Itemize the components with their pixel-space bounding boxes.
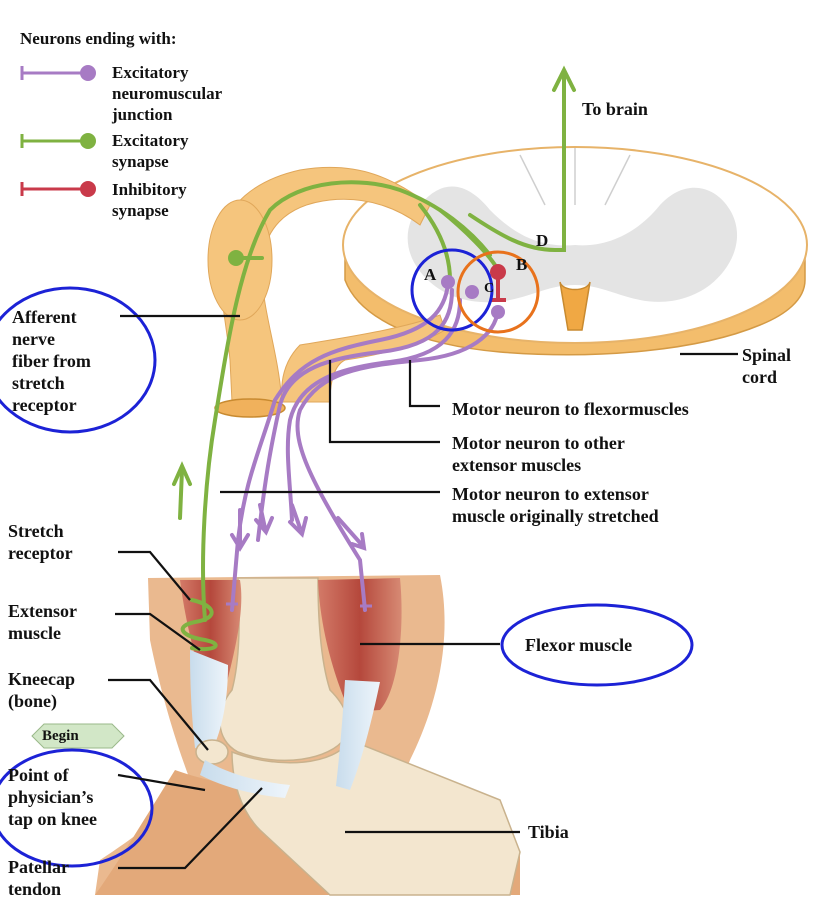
femur bbox=[219, 577, 349, 762]
legend-title: Neurons ending with: bbox=[20, 29, 177, 48]
extensor-tendon bbox=[190, 650, 228, 750]
begin-badge bbox=[31, 723, 125, 749]
motor-neuron-other-path bbox=[256, 288, 454, 542]
motor-arrow-2 bbox=[254, 503, 274, 536]
legend-label-excitatory-synapse: Excitatory synapse bbox=[112, 131, 189, 171]
motor-arrow-4 bbox=[336, 516, 367, 551]
leg bbox=[95, 575, 521, 896]
legend-symbol-inhibitory bbox=[20, 182, 84, 196]
highlight-afferent bbox=[0, 286, 157, 434]
central-canal bbox=[559, 281, 591, 331]
afferent-label: Afferent nerve fiber from stretch recept… bbox=[12, 307, 91, 415]
direction-arrows bbox=[172, 65, 576, 552]
ascending-tract bbox=[468, 83, 566, 252]
flexor-muscle bbox=[318, 578, 402, 712]
motor-arrow-1 bbox=[230, 508, 250, 552]
highlight-synapse-bc bbox=[456, 250, 540, 334]
ganglion-cell-body bbox=[228, 250, 244, 266]
synapse-flexor-knob bbox=[491, 305, 505, 319]
motor-neuron-flexor-path bbox=[295, 308, 500, 612]
kneecap-bone bbox=[195, 739, 229, 765]
motor-other-label: Motor neuron to other extensor muscles bbox=[452, 433, 625, 475]
leader-motor-other bbox=[328, 360, 440, 444]
spinal-cord-label: Spinal cord bbox=[742, 345, 792, 387]
legend-label-excitatory-nmj: Excitatory neuromuscular junction bbox=[112, 63, 223, 124]
highlight-tap-point bbox=[0, 748, 154, 868]
tibia-label: Tibia bbox=[528, 822, 569, 842]
legend-label-inhibitory-synapse: Inhibitory synapse bbox=[112, 180, 187, 220]
dorsal-root bbox=[218, 166, 431, 403]
tap-point-label: Point of physician’s tap on knee bbox=[8, 765, 98, 829]
legend-symbols bbox=[20, 65, 96, 197]
to-brain-label: To brain bbox=[582, 99, 648, 119]
begin-label: Begin bbox=[42, 728, 79, 744]
afferent-branch-a bbox=[418, 203, 452, 282]
highlight-flexor bbox=[500, 603, 694, 687]
patellar-tendon-label: Patellar tendon bbox=[8, 857, 69, 899]
legend-symbol-nmj bbox=[20, 66, 84, 80]
stretch-receptor-coil bbox=[180, 598, 218, 651]
afferent-fiber-path bbox=[201, 180, 492, 622]
extensor-muscle-label: Extensor muscle bbox=[8, 601, 77, 643]
leader-extensor bbox=[115, 612, 201, 651]
leader-tap bbox=[117, 773, 206, 792]
leader-kneecap bbox=[108, 678, 209, 751]
point-c-label: C bbox=[484, 281, 495, 296]
point-d-label: D bbox=[536, 231, 549, 250]
point-b-label: B bbox=[516, 255, 528, 274]
grey-matter bbox=[407, 186, 738, 303]
synapse-a-knob bbox=[441, 275, 455, 289]
point-a-label: A bbox=[424, 265, 437, 284]
highlights bbox=[0, 248, 694, 868]
to-brain-arrowhead bbox=[552, 65, 576, 92]
highlight-synapse-a bbox=[410, 248, 494, 332]
flexor-tendon bbox=[336, 680, 380, 790]
stretch-receptor-label: Stretch receptor bbox=[8, 521, 73, 563]
motor-extensor-label: Motor neuron to extensor muscle original… bbox=[452, 484, 659, 526]
legend-symbol-excitatory bbox=[20, 134, 84, 148]
inhibitory-interneuron bbox=[490, 272, 506, 302]
synapses bbox=[226, 250, 506, 608]
motor-arrow-3 bbox=[288, 503, 308, 538]
synapse-c-knob bbox=[465, 285, 479, 299]
afferent-up-arrow bbox=[178, 468, 184, 520]
leader-motor-flexor bbox=[408, 360, 440, 408]
leader-patellar bbox=[118, 787, 263, 870]
leader-stretch bbox=[118, 550, 191, 601]
flexor-muscle-label: Flexor muscle bbox=[525, 635, 633, 655]
kneecap-label: Kneecap (bone) bbox=[8, 669, 75, 711]
leader-lines bbox=[108, 314, 738, 870]
motor-flexor-label: Motor neuron to flexormuscles bbox=[452, 399, 689, 419]
patellar-tendon-shape bbox=[200, 760, 290, 798]
